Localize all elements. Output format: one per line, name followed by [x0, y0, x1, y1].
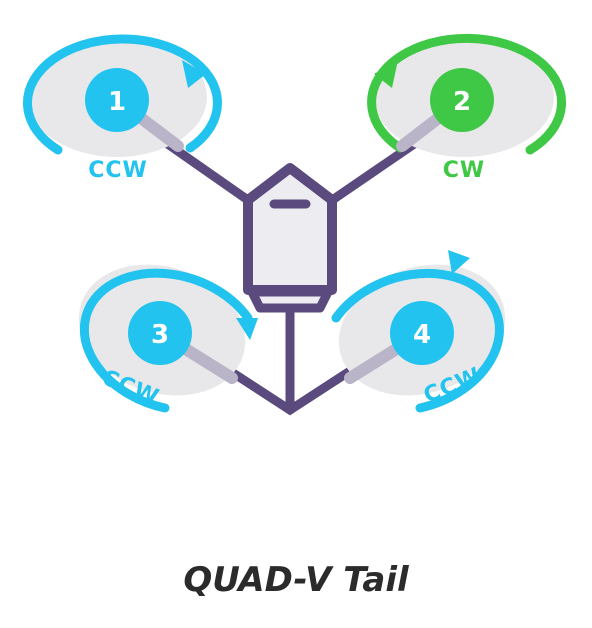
arrow-head: [374, 60, 398, 88]
motor-badge: [128, 301, 192, 365]
diagram-title: QUAD-V Tail: [183, 560, 409, 600]
body-base: [247, 287, 333, 313]
motor-1: 1 CCW: [22, 34, 222, 183]
motor-number: 1: [108, 87, 126, 117]
motor-badge: [430, 68, 494, 132]
rotation-arc: [22, 34, 222, 155]
motor-4: 4 CCW: [331, 250, 506, 413]
rotation-arc: [331, 268, 504, 413]
motor-badge: [390, 301, 454, 365]
rotation-arc: [79, 268, 253, 413]
motor-number: 4: [413, 320, 431, 350]
motor-number: 3: [151, 320, 169, 350]
motor-number: 2: [453, 87, 471, 117]
arrow-head: [236, 318, 258, 340]
direction-label: CW: [443, 158, 485, 183]
motor-badge: [85, 68, 149, 132]
motor-3: 3 CCW: [78, 264, 258, 413]
body: [243, 163, 337, 295]
direction-label: CCW: [88, 158, 148, 183]
motor-2: 2 CW: [367, 33, 567, 183]
arrow-head: [182, 60, 206, 88]
fuselage: [243, 163, 337, 313]
arrow-head: [448, 250, 470, 274]
rotation-arc: [367, 33, 567, 155]
